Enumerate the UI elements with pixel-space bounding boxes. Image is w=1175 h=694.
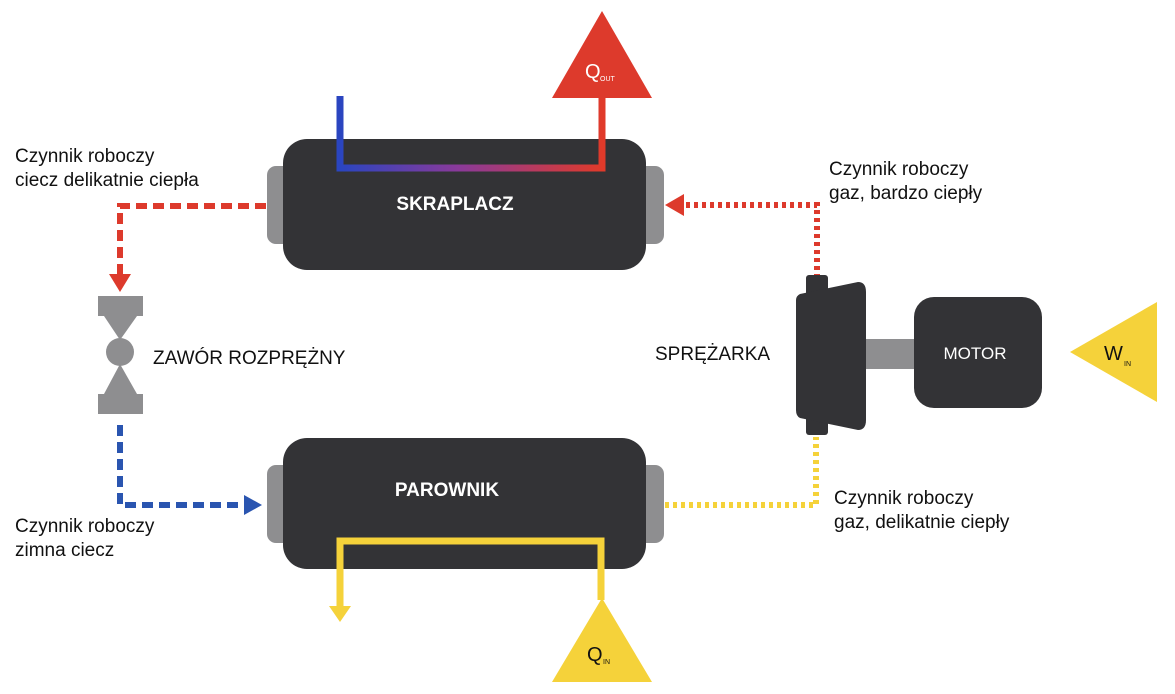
q-in-heat-input: Q IN [552,598,652,682]
evaporator-coil-arrowhead [329,606,351,622]
expansion-valve [98,296,143,414]
compressor-label: SPRĘŻARKA [655,344,770,365]
hot-liquid-arrowhead [109,274,131,292]
w-in-work-input: W IN [1070,302,1157,402]
q-out-symbol: Q [585,61,601,83]
bottom-right-state-line1: Czynnik roboczy [834,488,974,509]
condenser-coil [336,96,606,172]
q-out-heat-output: Q OUT [552,11,652,98]
top-left-state-line2: ciecz delikatnie ciepła [15,170,199,191]
cold-liquid-arrowhead [244,495,262,515]
evaporator-coil [336,537,605,610]
bottom-left-state-line2: zimna ciecz [15,540,114,561]
evaporator-label: PAROWNIK [395,480,499,501]
w-in-triangle [1070,302,1157,402]
valve-bottom-cap [98,394,143,414]
compressor-body [796,282,866,430]
q-in-subscript: IN [603,659,610,666]
w-in-subscript: IN [1124,361,1131,368]
hot-liquid-line [117,203,266,276]
q-in-symbol: Q [587,644,603,666]
top-left-state-line1: Czynnik roboczy [15,146,155,167]
valve-top-cone [104,316,137,340]
w-in-symbol: W [1104,343,1123,365]
condenser-label: SKRAPLACZ [396,194,514,215]
evaporator: PAROWNIK [267,438,664,569]
valve-bottom-cone [104,364,137,394]
condenser-body [283,139,646,270]
motor-body [914,297,1042,408]
q-out-subscript: OUT [600,76,616,83]
condenser: SKRAPLACZ [267,139,664,270]
compressor [796,275,866,435]
cold-liquid-line [117,425,246,508]
valve-label: ZAWÓR ROZPRĘŻNY [153,347,346,369]
valve-top-cap [98,296,143,316]
hot-gas-line [684,202,820,278]
bottom-right-state-line2: gaz, delikatnie ciepły [834,512,1010,533]
bottom-left-state-line1: Czynnik roboczy [15,516,155,537]
hot-gas-arrowhead [665,194,684,216]
top-right-state-line1: Czynnik roboczy [829,159,969,180]
motor: MOTOR [914,297,1042,408]
valve-ball [106,338,134,366]
top-right-state-line2: gaz, bardzo ciepły [829,183,983,204]
motor-label: MOTOR [944,344,1007,363]
motor-shaft [866,339,916,369]
evaporator-body [283,438,646,569]
q-in-triangle [552,598,652,682]
warm-gas-line [665,437,819,508]
q-out-triangle [552,11,652,98]
